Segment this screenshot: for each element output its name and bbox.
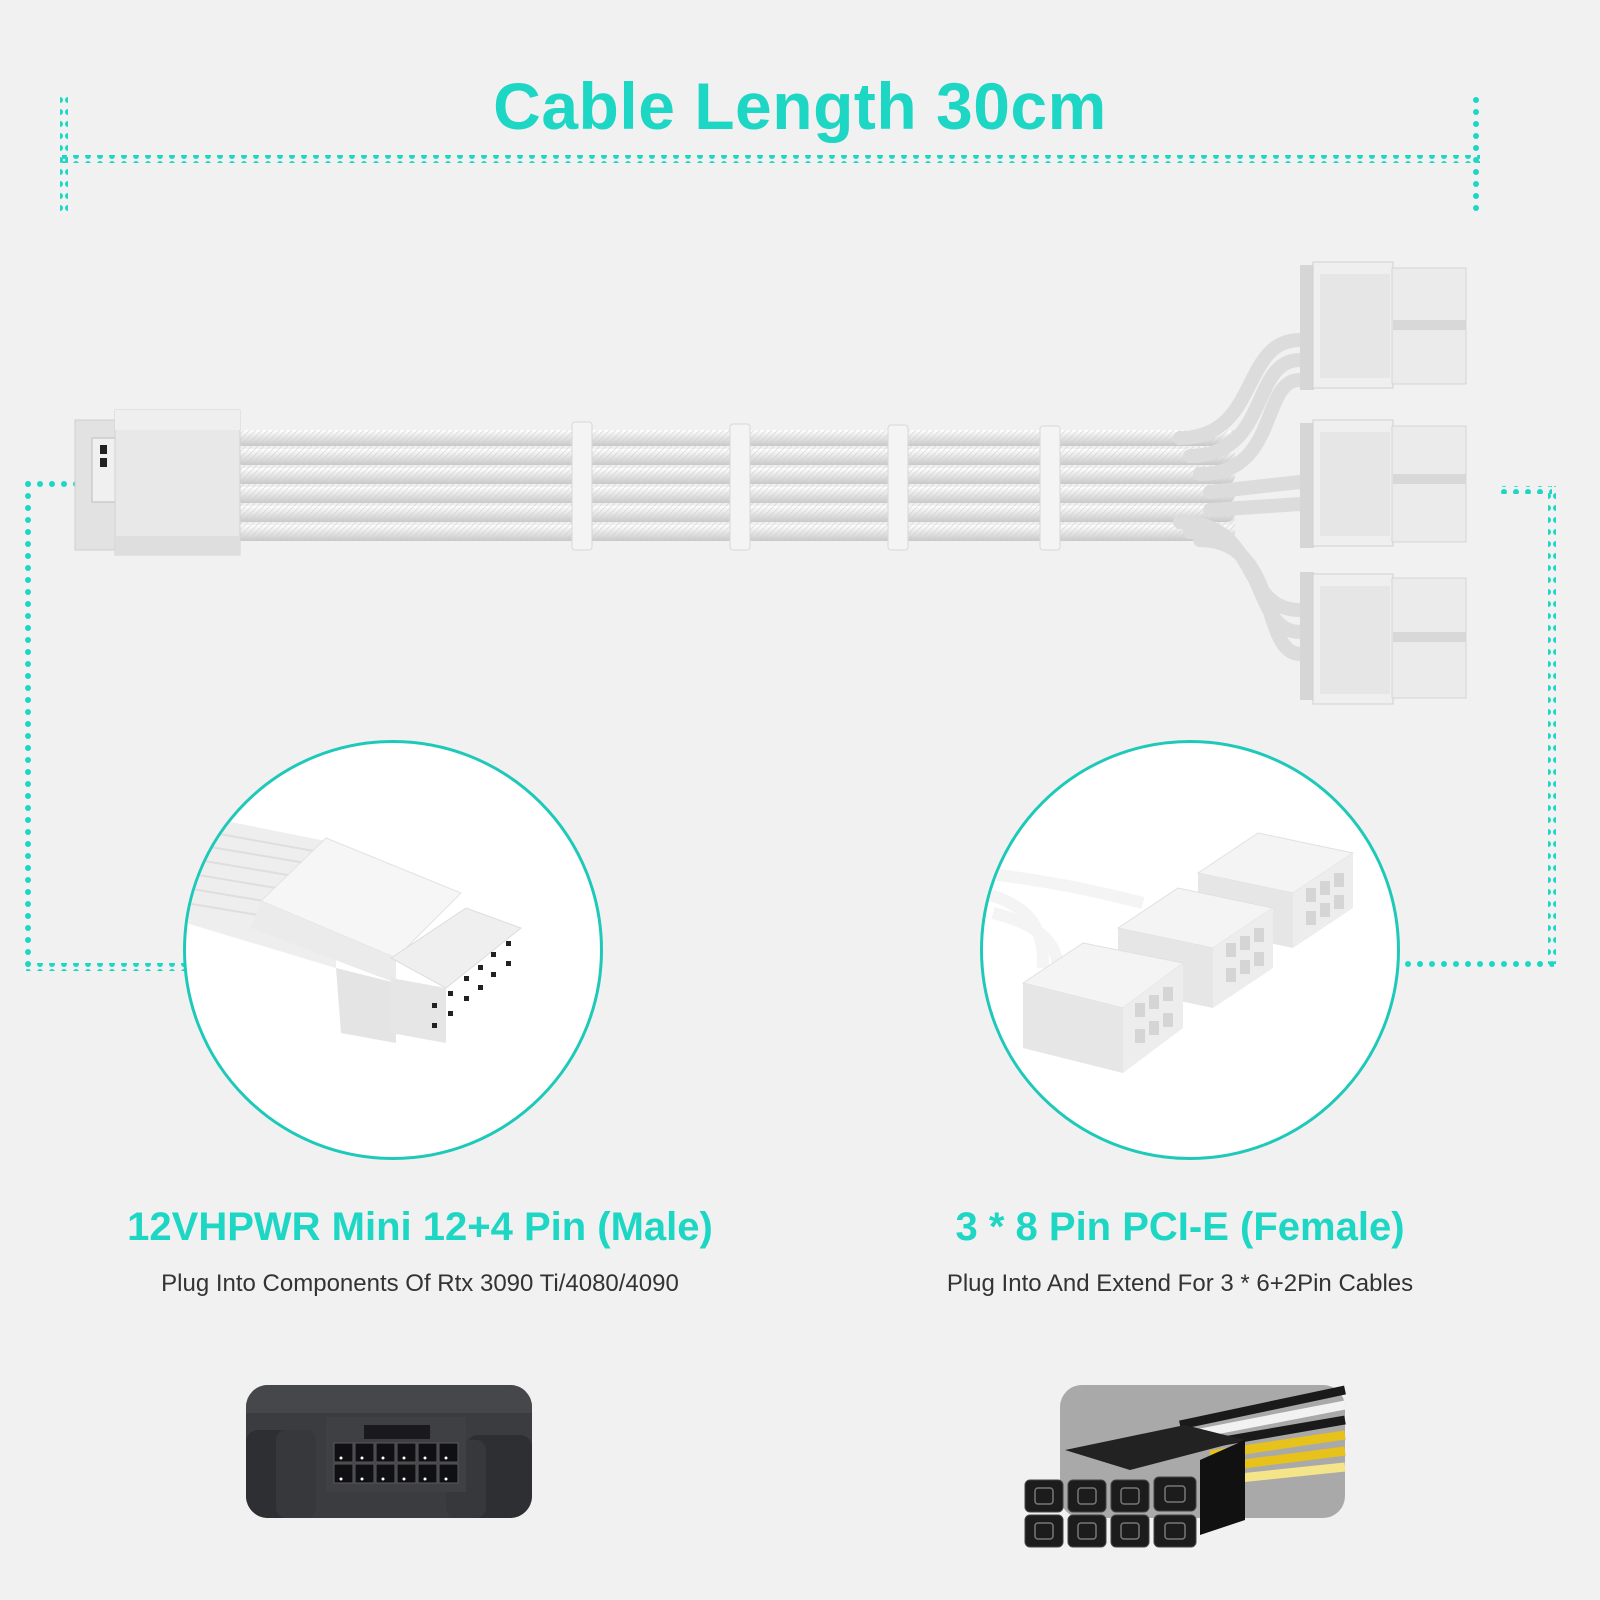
- 12vhpwr-connector-closeup: [186, 813, 523, 1043]
- gpu-12vhpwr-socket-image: [246, 1385, 532, 1518]
- 12vhpwr-connector: [74, 409, 241, 556]
- feature-subtitle-12vhpwr: Plug Into Components Of Rtx 3090 Ti/4080…: [161, 1270, 679, 1297]
- cable-combs: [571, 421, 1061, 551]
- cable-product-image: [74, 261, 1467, 705]
- pcie-8pin-thumbnail: [1020, 1385, 1350, 1550]
- 8pin-female-connectors-closeup: [983, 832, 1355, 1073]
- feature-subtitle-8pin: Plug Into And Extend For 3 * 6+2Pin Cabl…: [946, 1270, 1414, 1297]
- 8pin-detail-circle: [980, 740, 1400, 1160]
- black-8pin-pcie-connector-image: [1024, 1385, 1346, 1548]
- gpu-socket-thumbnail: [246, 1385, 532, 1518]
- page-title: Cable Length 30cm: [493, 69, 1107, 143]
- 8pin-connectors: [1300, 261, 1467, 705]
- feature-title-8pin: 3 * 8 Pin PCI-E (Female): [955, 1205, 1405, 1249]
- feature-title-12vhpwr: 12VHPWR Mini 12+4 Pin (Male): [127, 1205, 713, 1249]
- 12vhpwr-detail-circle: [183, 740, 603, 1160]
